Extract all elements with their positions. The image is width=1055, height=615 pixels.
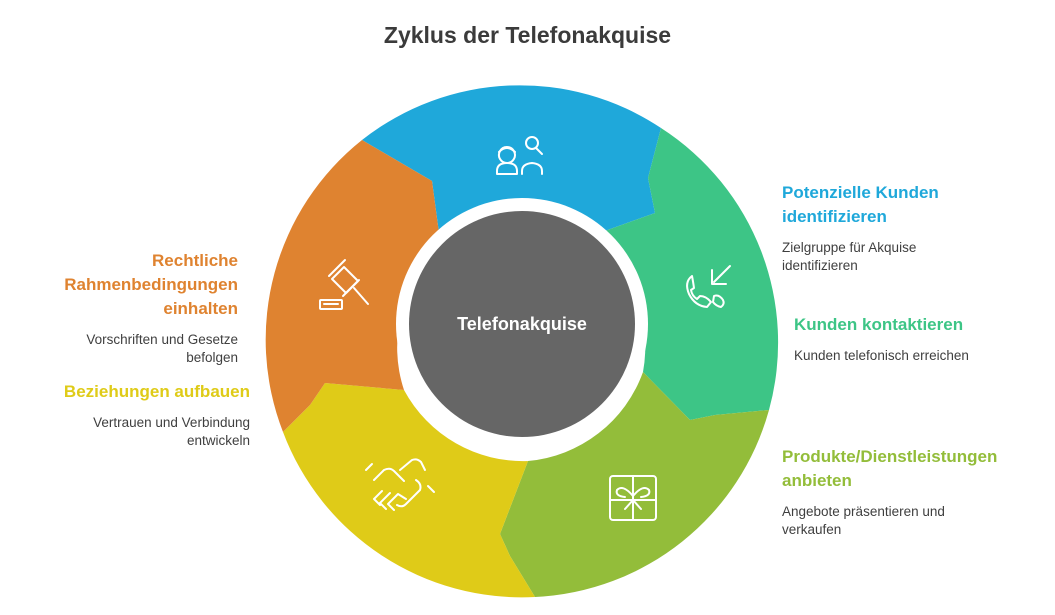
center-circle (409, 211, 635, 437)
gavel-icon (319, 259, 369, 310)
handshake-icon (365, 458, 435, 511)
step-relationship: Beziehungen aufbauen Vertrauen und Verbi… (10, 380, 250, 450)
step-identify-heading: Potenzielle Kunden identifizieren (782, 183, 939, 226)
phone-incoming-icon (686, 265, 731, 308)
center-label: Telefonakquise (457, 314, 587, 334)
step-contact-heading: Kunden kontaktieren (794, 315, 964, 334)
people-search-icon (496, 136, 543, 175)
step-offer-desc: Angebote präsentieren und verkaufen (782, 504, 945, 537)
step-identify: Potenzielle Kunden identifizieren Zielgr… (782, 181, 1042, 275)
step-offer: Produkte/Dienstleistungen anbieten Angeb… (782, 445, 1050, 539)
segment-identify (362, 85, 661, 249)
step-legal-desc: Vorschriften und Gesetze befolgen (86, 332, 238, 365)
segment-relationship (283, 383, 535, 598)
step-relationship-desc: Vertrauen und Verbindung entwickeln (93, 415, 250, 448)
step-contact-desc: Kunden telefonisch erreichen (794, 348, 969, 363)
step-legal: Rechtliche Rahmenbedingungen einhalten V… (10, 249, 238, 367)
segment-offer (500, 372, 769, 597)
diagram-title: Zyklus der Telefonakquise (383, 22, 672, 48)
step-legal-heading: Rechtliche Rahmenbedingungen einhalten (64, 251, 238, 318)
step-identify-desc: Zielgruppe für Akquise identifizieren (782, 240, 917, 273)
step-relationship-heading: Beziehungen aufbauen (63, 382, 250, 401)
step-contact: Kunden kontaktieren Kunden telefonisch e… (794, 313, 1049, 365)
step-offer-heading: Produkte/Dienstleistungen anbieten (782, 447, 998, 490)
segment-contact (588, 128, 779, 420)
gift-icon (609, 475, 657, 521)
